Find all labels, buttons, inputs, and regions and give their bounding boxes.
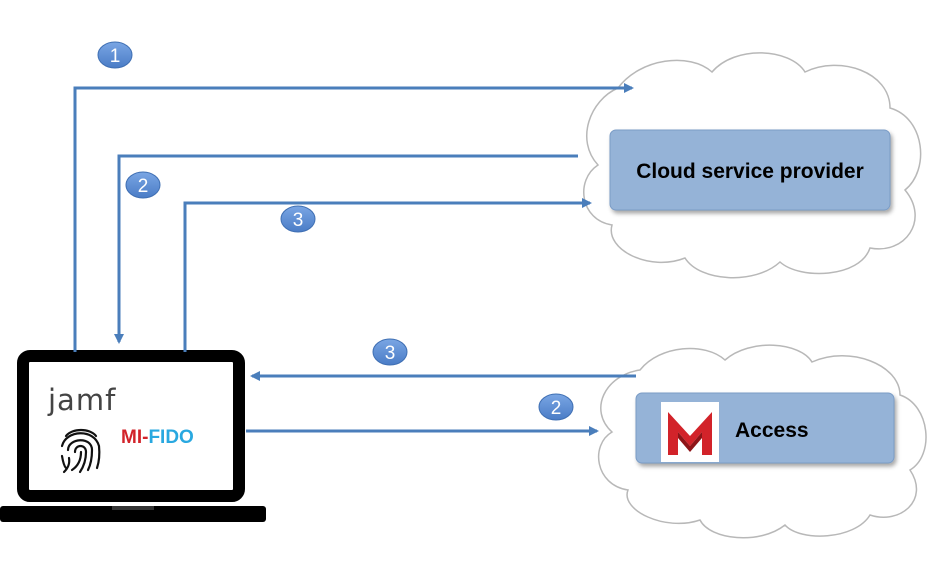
cloud-service-provider-label: Cloud service provider xyxy=(636,160,864,183)
badge-step3-top: 3 xyxy=(280,205,316,233)
jamf-logo-text: jamf xyxy=(47,383,116,417)
cloud-service-provider-box: Cloud service provider xyxy=(609,129,891,211)
badge-step2-top: 2 xyxy=(125,171,161,199)
svg-text:3: 3 xyxy=(293,210,304,231)
mobileiron-logo xyxy=(661,402,719,462)
arrow-step2-from-cloud xyxy=(114,154,578,344)
badge-step3-bottom: 3 xyxy=(372,338,408,366)
laptop: jamf MI-FIDO xyxy=(0,350,266,522)
arrow-step1-to-cloud xyxy=(73,83,634,352)
mi-fido-label: MI-FIDO xyxy=(121,427,194,448)
access-label: Access xyxy=(735,419,809,442)
arrow-step3-to-cloud xyxy=(183,198,592,352)
svg-text:2: 2 xyxy=(138,176,149,197)
flow-arrows xyxy=(73,83,636,436)
badge-step2-bottom: 2 xyxy=(538,393,574,421)
svg-text:3: 3 xyxy=(385,343,396,364)
access-box: Access xyxy=(635,392,895,464)
badge-step1-top: 1 xyxy=(97,41,133,69)
svg-text:2: 2 xyxy=(551,398,562,419)
fingerprint-icon xyxy=(60,428,101,474)
svg-text:1: 1 xyxy=(110,46,121,67)
